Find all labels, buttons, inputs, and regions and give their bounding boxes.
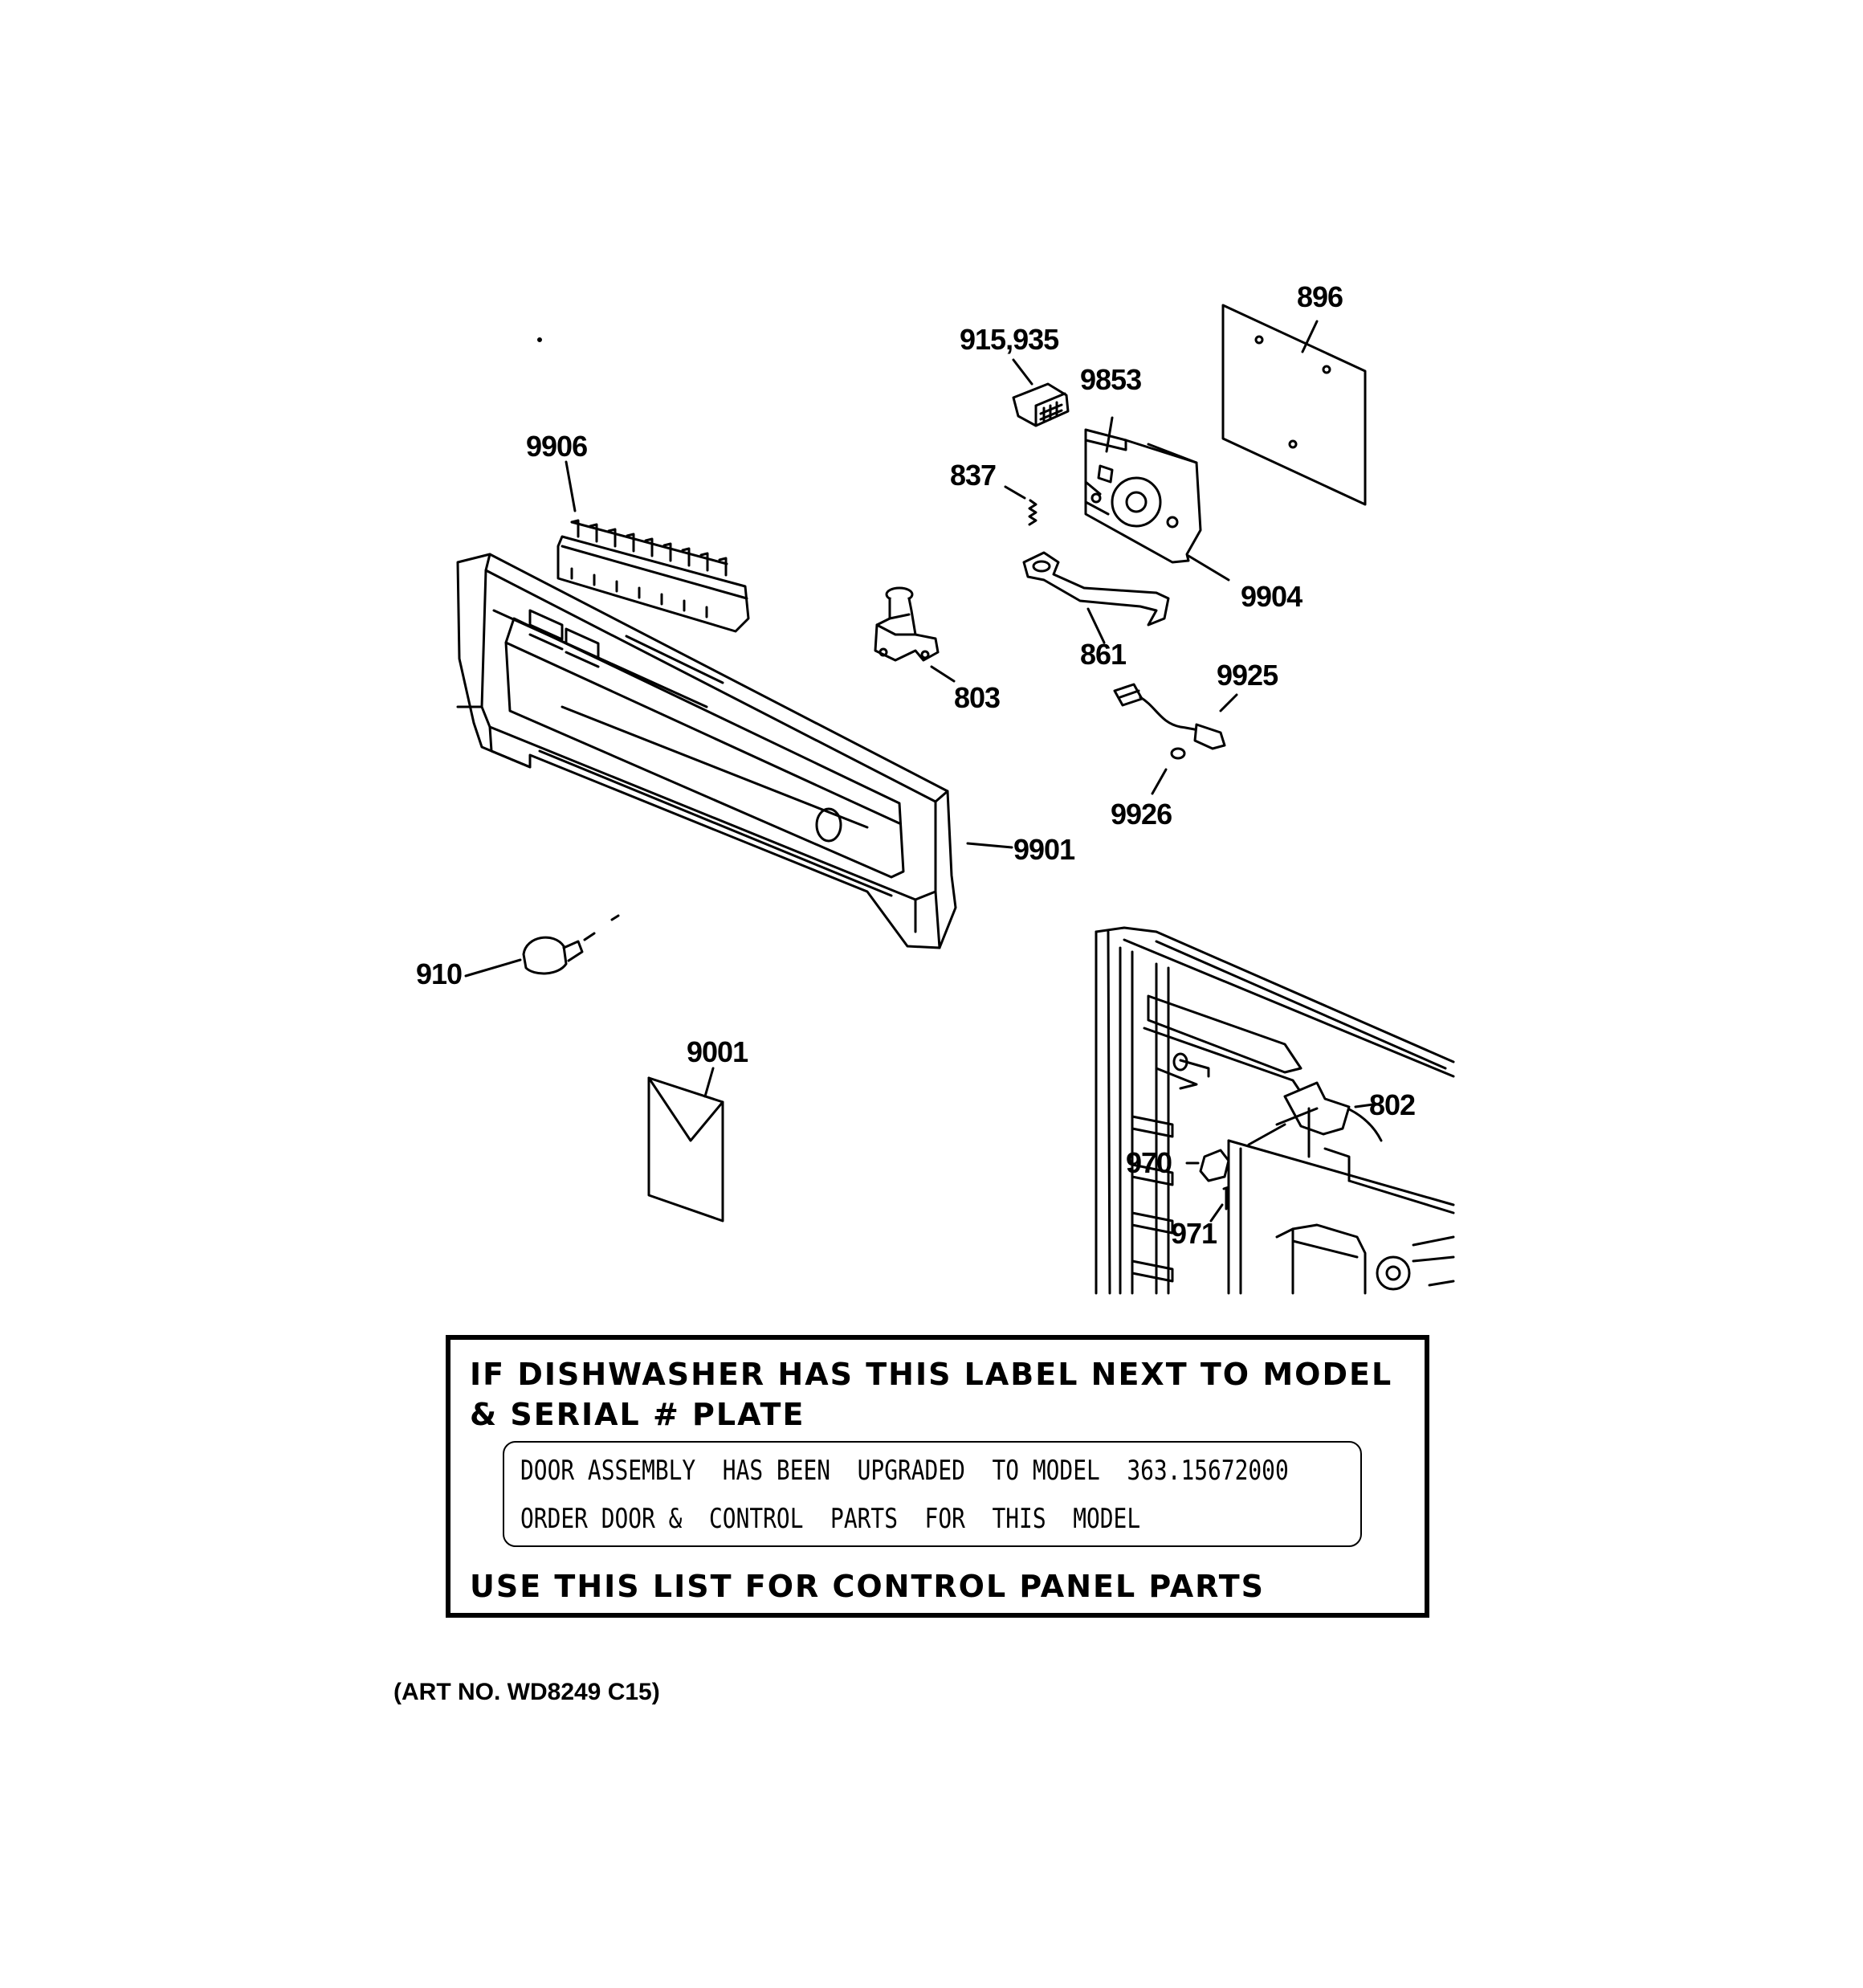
label-970: 970 — [1126, 1146, 1172, 1179]
label-line-2: ORDER DOOR & CONTROL PARTS FOR THIS MODE… — [520, 1503, 1141, 1535]
part-9925-wire-harness — [1113, 683, 1238, 750]
label-9901: 9901 — [1013, 833, 1075, 866]
label-9853: 9853 — [1080, 363, 1142, 396]
label-9906: 9906 — [526, 430, 588, 463]
label-837: 837 — [950, 459, 997, 492]
part-915-935-connector — [1012, 358, 1070, 427]
label-803: 803 — [954, 681, 1001, 714]
stray-dot — [537, 337, 542, 342]
part-861-lever — [1022, 551, 1170, 644]
part-9906-switch-bar — [556, 460, 750, 633]
part-802-door-latch — [1247, 1081, 1375, 1158]
part-970-knob — [1185, 1149, 1230, 1182]
part-9001-envelope — [647, 1067, 724, 1223]
upgrade-label-sample: DOOR ASSEMBLY HAS BEEN UPGRADED TO MODEL… — [503, 1441, 1362, 1547]
label-910: 910 — [416, 957, 463, 990]
label-line-1: DOOR ASSEMBLY HAS BEEN UPGRADED TO MODEL… — [520, 1455, 1289, 1487]
label-896: 896 — [1297, 280, 1343, 313]
part-910-knob — [464, 914, 620, 978]
part-837-spring — [1004, 485, 1037, 526]
label-9904: 9904 — [1241, 580, 1302, 613]
part-971-screw — [1209, 1186, 1230, 1223]
label-802: 802 — [1369, 1088, 1416, 1121]
upgrade-notice-box: IF DISHWASHER HAS THIS LABEL NEXT TO MOD… — [446, 1335, 1429, 1618]
notice-heading-line1: IF DISHWASHER HAS THIS LABEL NEXT TO MOD… — [470, 1357, 1393, 1392]
part-9901-control-panel — [456, 553, 1013, 949]
part-803-switch — [874, 586, 956, 683]
label-861: 861 — [1080, 638, 1127, 671]
door-assembly-frame — [1095, 926, 1455, 1295]
part-896-cover-plate — [1221, 304, 1367, 506]
label-9925: 9925 — [1217, 659, 1278, 692]
label-971: 971 — [1171, 1217, 1217, 1250]
label-9926: 9926 — [1111, 798, 1172, 831]
part-9926-plug — [1151, 747, 1186, 795]
art-number: (ART NO. WD8249 C15) — [393, 1679, 660, 1705]
label-9001: 9001 — [687, 1035, 748, 1068]
notice-footer: USE THIS LIST FOR CONTROL PANEL PARTS — [470, 1569, 1266, 1604]
part-9853-9904-control-module — [1084, 416, 1230, 582]
notice-heading-line2: & SERIAL # PLATE — [470, 1397, 805, 1432]
label-915-935: 915,935 — [960, 323, 1059, 356]
